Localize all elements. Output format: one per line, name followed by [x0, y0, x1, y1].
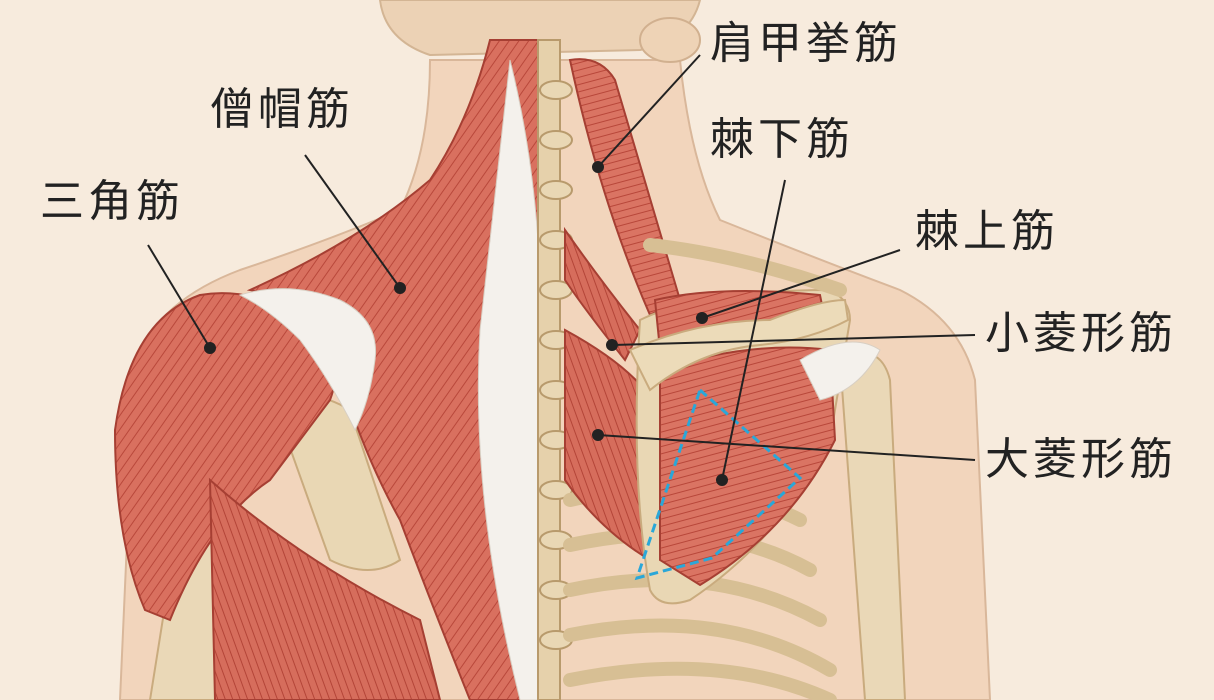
- infraspinatus-muscle: [659, 346, 837, 587]
- leader-lines: [147, 54, 976, 486]
- head: [378, 0, 702, 57]
- label-deltoid: 三角筋: [40, 176, 184, 227]
- label-trapezius: 僧帽筋: [210, 84, 354, 135]
- spine: [537, 39, 573, 700]
- label-rhomboid-major: 大菱形筋: [985, 434, 1177, 485]
- clavicle: [643, 238, 847, 297]
- scapular-spine: [628, 298, 850, 392]
- acromion-tendon: [238, 288, 377, 432]
- label-levator-scapulae: 肩甲挙筋: [710, 18, 902, 69]
- lower-back-muscle: [208, 477, 442, 700]
- trapezius-aponeurosis: [477, 59, 546, 700]
- label-rhomboid-minor: 小菱形筋: [985, 308, 1177, 359]
- label-infraspinatus: 棘下筋: [710, 114, 854, 165]
- shoulder-tendon: [799, 341, 881, 401]
- highlight-region: [634, 387, 803, 581]
- label-supraspinatus: 棘上筋: [915, 206, 1059, 257]
